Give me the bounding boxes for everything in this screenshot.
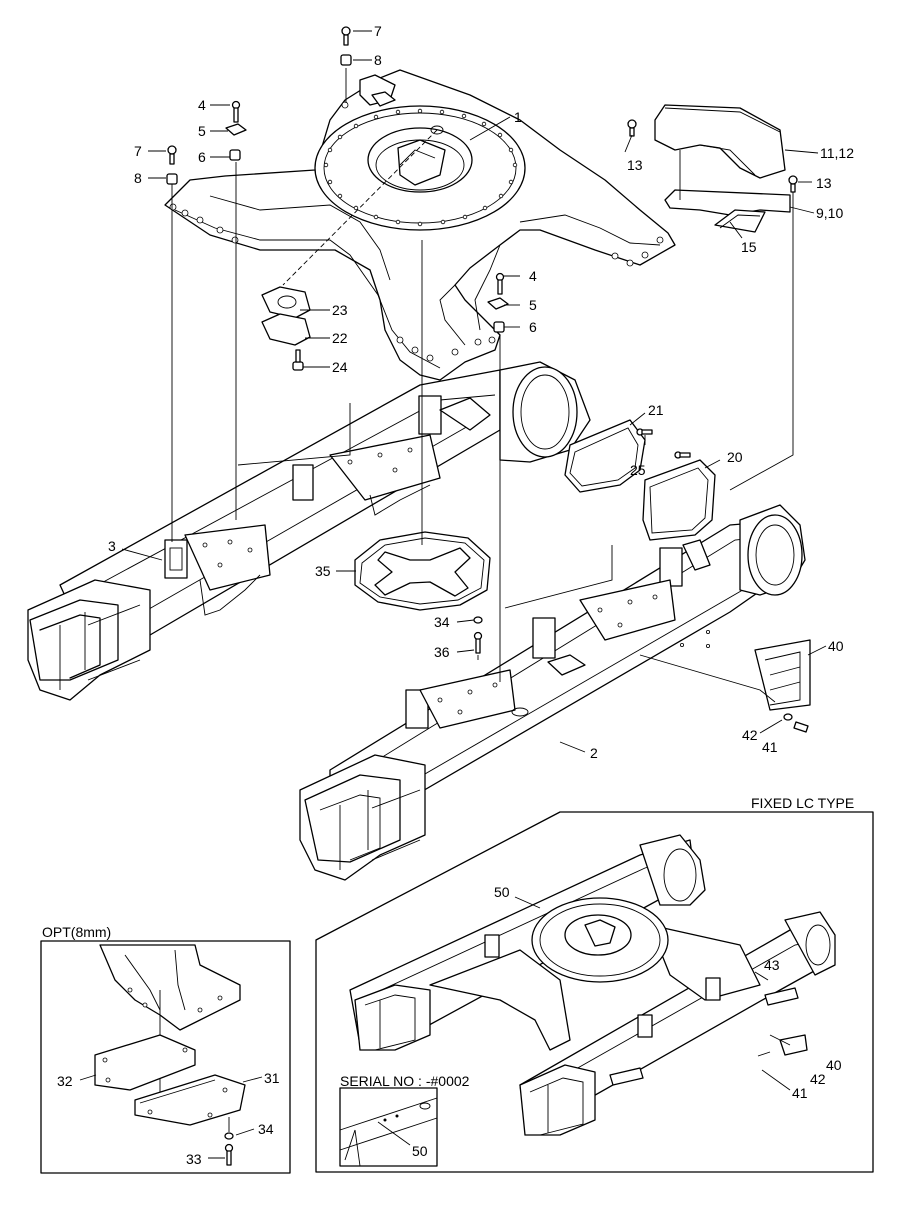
label-part-4a: 4 bbox=[198, 97, 206, 113]
label-part-4b: 4 bbox=[529, 268, 537, 284]
label-part-20: 20 bbox=[727, 449, 743, 465]
plates-22-23 bbox=[261, 286, 311, 346]
label-part-23: 23 bbox=[332, 302, 348, 318]
serial-inset bbox=[339, 1087, 438, 1167]
upper-frame bbox=[164, 69, 676, 381]
bracket-9-10 bbox=[664, 189, 791, 233]
label-part-35: 35 bbox=[315, 563, 331, 579]
label-part-21: 21 bbox=[648, 402, 664, 418]
cover-20 bbox=[642, 459, 716, 541]
opt-title: OPT(8mm) bbox=[42, 924, 111, 940]
label-part-50a: 50 bbox=[494, 884, 510, 900]
label-part-6b: 6 bbox=[529, 319, 537, 335]
left-track-frame bbox=[27, 361, 591, 701]
label-part-13a: 13 bbox=[627, 157, 643, 173]
label-part-33: 33 bbox=[186, 1151, 202, 1167]
fixed-lc-title: FIXED LC TYPE bbox=[751, 795, 854, 811]
right-track-frame bbox=[299, 504, 811, 881]
label-part-6a: 6 bbox=[198, 149, 206, 165]
label-part-41b: 41 bbox=[792, 1085, 808, 1101]
label-part-5b: 5 bbox=[529, 297, 537, 313]
label-part-7b: 7 bbox=[134, 143, 142, 159]
guide-lines bbox=[171, 68, 794, 682]
label-part-2: 2 bbox=[590, 745, 598, 761]
label-part-15: 15 bbox=[741, 239, 757, 255]
serial-title: SERIAL NO : -#0002 bbox=[340, 1073, 470, 1089]
label-part-11-12: 11,12 bbox=[820, 145, 854, 161]
label-part-42b: 42 bbox=[810, 1071, 826, 1087]
label-part-31: 31 bbox=[264, 1070, 280, 1086]
label-leaders bbox=[121, 30, 827, 753]
label-part-9-10: 9,10 bbox=[816, 205, 843, 221]
label-part-40b: 40 bbox=[826, 1057, 842, 1073]
frame-bolt-holes bbox=[169, 81, 664, 362]
label-part-8a: 8 bbox=[374, 52, 382, 68]
ring-bolt-holes bbox=[323, 108, 518, 227]
label-part-22: 22 bbox=[332, 330, 348, 346]
label-part-25: 25 bbox=[630, 462, 646, 478]
right-frame-holes bbox=[437, 594, 711, 715]
panel-titles: FIXED LC TYPE OPT(8mm) SERIAL NO : -#000… bbox=[42, 795, 854, 1089]
label-part-34a: 34 bbox=[434, 614, 450, 630]
label-part-36: 36 bbox=[434, 644, 450, 660]
label-part-50b: 50 bbox=[412, 1143, 428, 1159]
swivel-plate-35 bbox=[354, 531, 491, 611]
opt-panel bbox=[40, 940, 291, 1174]
label-part-32: 32 bbox=[57, 1073, 73, 1089]
left-frame-holes bbox=[202, 447, 413, 568]
label-part-1: 1 bbox=[514, 109, 522, 125]
label-part-13b: 13 bbox=[816, 175, 832, 191]
label-part-7a: 7 bbox=[374, 23, 382, 39]
label-part-3: 3 bbox=[108, 538, 116, 554]
cover-11-12 bbox=[654, 104, 786, 179]
label-part-42a: 42 bbox=[742, 727, 758, 743]
label-part-24: 24 bbox=[332, 359, 348, 375]
label-part-8b: 8 bbox=[134, 170, 142, 186]
part-labels: 1 2 3 4 5 6 7 8 7 8 13 11,12 13 9,10 15 … bbox=[57, 23, 854, 1167]
label-part-5a: 5 bbox=[198, 123, 206, 139]
label-part-34b: 34 bbox=[258, 1121, 274, 1137]
label-part-41a: 41 bbox=[762, 739, 778, 755]
label-part-40a: 40 bbox=[828, 638, 844, 654]
fixed-lc-panel bbox=[315, 811, 874, 1173]
label-part-43: 43 bbox=[764, 957, 780, 973]
